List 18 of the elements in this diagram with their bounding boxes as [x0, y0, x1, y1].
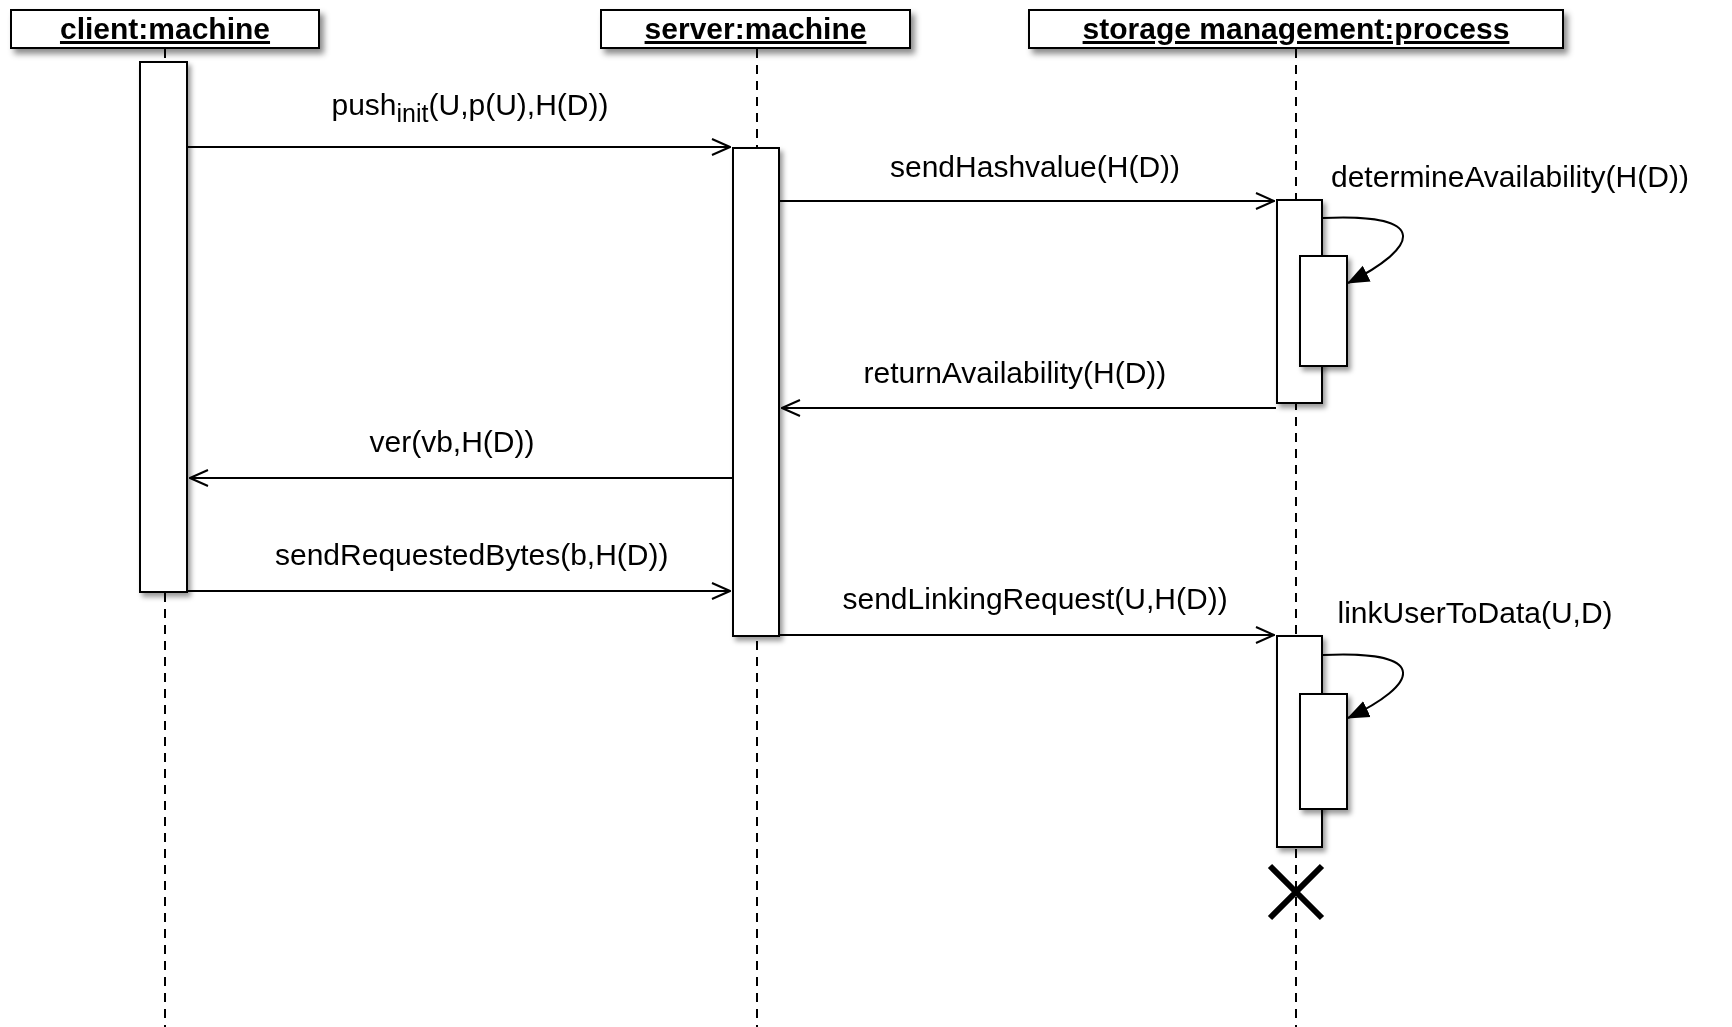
self-message-arrow [1322, 216, 1404, 284]
message-arrow [187, 138, 731, 156]
participant-box [1028, 9, 1564, 49]
self-message-arrow [1322, 653, 1404, 719]
participant-box [10, 9, 320, 49]
message-arrow [187, 582, 731, 600]
message-arrow [779, 192, 1275, 210]
participant-name: storage management:process [1082, 12, 1510, 46]
message-arrow [189, 469, 733, 487]
participant-box [600, 9, 911, 49]
participant-name: server:machine [644, 12, 867, 46]
message-arrow [779, 626, 1275, 644]
activation-bar [1299, 255, 1348, 367]
activation-bar [139, 61, 188, 593]
message-arrow [781, 399, 1277, 417]
activation-bar [732, 147, 780, 637]
activation-bar [1299, 693, 1348, 810]
participant-name: client:machine [59, 12, 271, 46]
